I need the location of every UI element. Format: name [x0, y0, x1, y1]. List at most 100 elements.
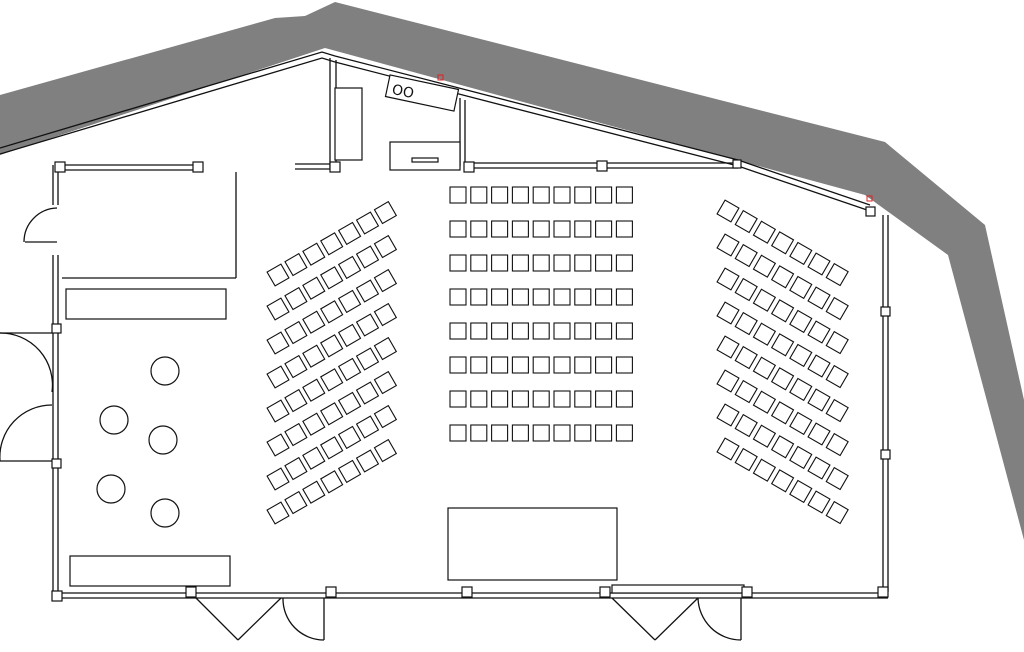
seat — [449, 356, 467, 374]
seat — [320, 266, 344, 290]
seat — [511, 186, 529, 204]
seat — [449, 322, 467, 340]
seat — [752, 288, 777, 312]
seat — [491, 356, 509, 374]
seat — [284, 490, 308, 515]
seat — [574, 186, 592, 204]
seat — [532, 356, 550, 374]
seat — [734, 209, 758, 234]
seat — [373, 268, 398, 293]
seat — [825, 432, 849, 457]
seat — [595, 288, 613, 306]
seat — [355, 347, 380, 371]
counter-sink — [411, 157, 439, 163]
seat — [449, 424, 467, 442]
seat — [449, 254, 467, 272]
seat — [302, 378, 326, 402]
seat — [752, 220, 777, 244]
seat — [595, 356, 613, 374]
seat — [320, 436, 344, 460]
seat — [825, 500, 849, 525]
posts — [51, 159, 891, 602]
seat — [449, 186, 467, 204]
marker-1 — [437, 74, 444, 81]
seat — [511, 424, 529, 442]
seat — [752, 322, 777, 346]
seat — [574, 424, 592, 442]
seat — [807, 490, 831, 514]
door-south-4 — [697, 597, 742, 641]
seat — [770, 469, 795, 493]
seat — [789, 275, 813, 300]
seat — [470, 186, 488, 204]
seat — [574, 390, 592, 408]
seat — [302, 480, 326, 504]
seat — [716, 369, 740, 393]
seat — [553, 254, 571, 272]
seat — [807, 388, 831, 412]
seat — [752, 458, 777, 482]
round-table — [96, 474, 126, 504]
right-seating-block — [716, 199, 849, 525]
round-tables — [96, 356, 180, 528]
door-left-double-1 — [0, 332, 54, 393]
seat — [595, 390, 613, 408]
marker-2 — [866, 195, 873, 202]
seat — [615, 220, 633, 238]
seat — [470, 322, 488, 340]
seat — [716, 199, 740, 223]
seat — [355, 211, 380, 235]
seat — [355, 313, 380, 337]
seat — [320, 334, 344, 358]
east-wall — [882, 215, 889, 592]
seat — [553, 356, 571, 374]
seat — [825, 262, 849, 287]
seat — [752, 356, 777, 380]
sink-fixture: OO — [384, 74, 460, 112]
seat — [373, 370, 398, 395]
seat — [734, 447, 758, 472]
seat — [373, 302, 398, 327]
seat — [337, 459, 362, 484]
seat — [553, 390, 571, 408]
seat — [320, 232, 344, 256]
seat — [532, 186, 550, 204]
seat — [615, 322, 633, 340]
seat — [511, 390, 529, 408]
seat — [266, 331, 290, 355]
seat — [574, 322, 592, 340]
seat — [752, 424, 777, 448]
door-south-1 — [195, 597, 282, 641]
seat — [716, 301, 740, 325]
seat — [532, 220, 550, 238]
seat — [266, 467, 290, 491]
seat — [470, 288, 488, 306]
seat — [302, 344, 326, 368]
seat — [337, 357, 362, 382]
round-table — [99, 405, 129, 435]
seat — [491, 390, 509, 408]
seat — [770, 265, 795, 289]
seat — [734, 345, 758, 370]
seat — [449, 220, 467, 238]
seat — [532, 254, 550, 272]
seat — [615, 288, 633, 306]
long-table-bottom — [69, 555, 231, 587]
seat — [373, 438, 398, 463]
seat — [355, 449, 380, 473]
seat — [553, 424, 571, 442]
seat — [320, 402, 344, 426]
cabinet — [334, 87, 363, 161]
seat — [553, 186, 571, 204]
seat — [373, 336, 398, 361]
seat — [716, 335, 740, 359]
seat — [491, 254, 509, 272]
seat — [553, 220, 571, 238]
stage-table — [447, 507, 618, 581]
seat — [615, 356, 633, 374]
door-south-3 — [611, 597, 699, 641]
seat — [355, 245, 380, 269]
seat — [770, 299, 795, 323]
seat — [789, 343, 813, 368]
